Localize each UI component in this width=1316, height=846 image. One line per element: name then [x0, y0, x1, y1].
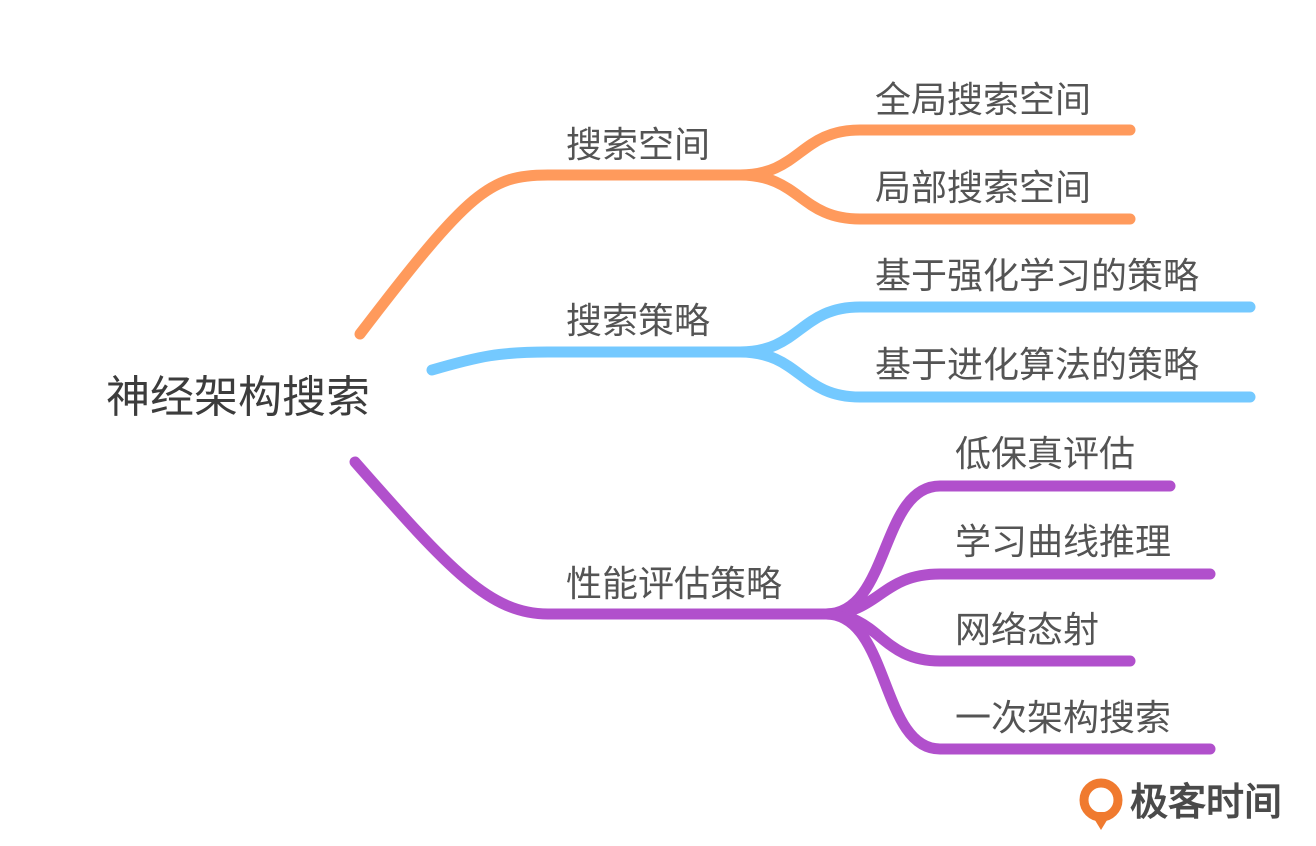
leaf-label-network-morphism: 网络态射: [955, 610, 1100, 651]
edge-root-to-eval-strategy: [349, 456, 832, 620]
branch-label-search-strategy: 搜索策略: [566, 301, 711, 342]
edge-eval-to-learning-curve: [820, 568, 1216, 620]
leaf-label-low-fidelity: 低保真评估: [955, 434, 1136, 475]
leaf-label-learning-curve: 学习曲线推理: [955, 522, 1172, 563]
leaf-label-local-search-space: 局部搜索空间: [875, 168, 1092, 209]
leaf-label-global-search-space: 全局搜索空间: [875, 80, 1092, 121]
logo-text: 极客时间: [1130, 780, 1283, 824]
geektime-logo-icon: [1079, 778, 1123, 830]
edge-root-to-search-space: [354, 169, 746, 340]
leaf-label-one-shot: 一次架构搜索: [955, 698, 1172, 739]
branch-label-search-space: 搜索空间: [566, 125, 711, 166]
leaf-label-evolutionary-strategy: 基于进化算法的策略: [875, 345, 1200, 386]
leaf-label-rl-strategy: 基于强化学习的策略: [875, 256, 1200, 297]
edge-root-to-search-strategy: [426, 346, 746, 376]
edge-eval-to-one-shot: [820, 608, 1216, 755]
edge-search-space-to-local: [734, 169, 1136, 225]
branch-label-eval-strategy: 性能评估策略: [566, 564, 783, 605]
edge-strategy-to-evo: [734, 346, 1256, 403]
root-node-label: 神经架构搜索: [106, 372, 370, 423]
